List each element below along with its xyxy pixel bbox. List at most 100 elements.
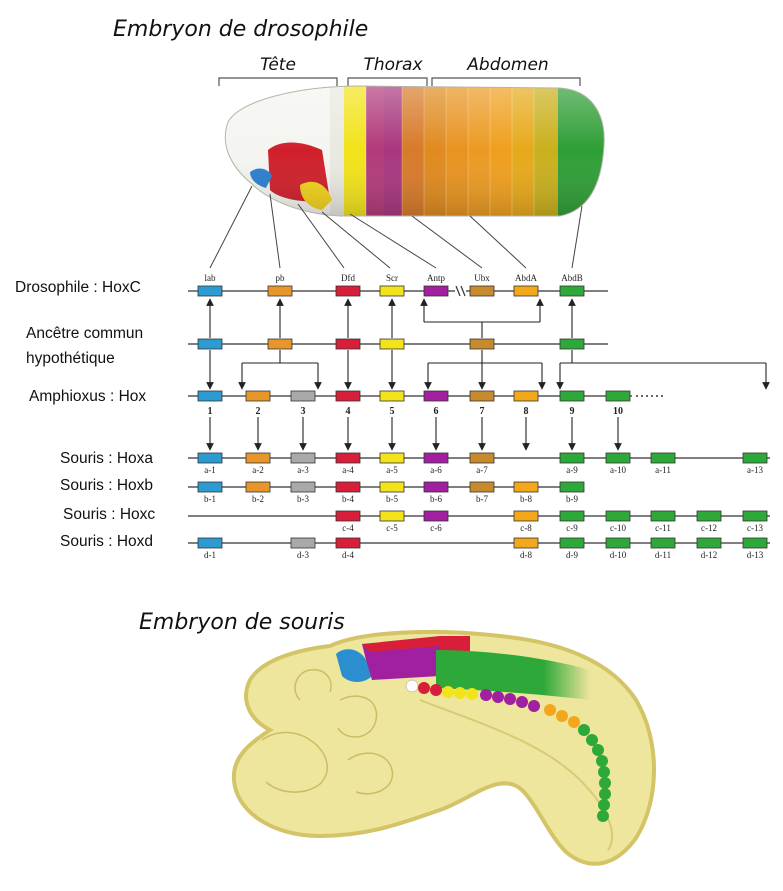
drosophila-gene-lab bbox=[197, 285, 223, 297]
drosophila-gene-pb bbox=[267, 285, 293, 297]
hoxc-gene-label: c-4 bbox=[342, 523, 354, 533]
amphioxus-gene-7 bbox=[469, 390, 495, 402]
drosophila-gene-label: pb bbox=[276, 273, 286, 283]
drosophila-gene-antp bbox=[423, 285, 449, 297]
hoxb-gene-b-6 bbox=[423, 481, 449, 493]
hoxd-gene-d-9 bbox=[559, 537, 585, 549]
hoxd-gene-label: d-12 bbox=[701, 550, 718, 560]
hoxa-gene-a-5 bbox=[379, 452, 405, 464]
hoxd-gene-d-12 bbox=[696, 537, 722, 549]
drosophila-gene-label: AbdB bbox=[561, 273, 583, 283]
hoxc-gene-label: c-8 bbox=[520, 523, 532, 533]
hoxb-gene-label: b-6 bbox=[430, 494, 442, 504]
amphioxus-gene-1 bbox=[197, 390, 223, 402]
ancestor-gene bbox=[267, 338, 293, 350]
drosophila-gene-label: Ubx bbox=[474, 273, 490, 283]
region-head-label: Tête bbox=[260, 55, 296, 75]
drosophila-embryo-title: Embryon de drosophile bbox=[113, 17, 368, 42]
amphioxus-gene-number: 8 bbox=[524, 406, 529, 417]
drosophila-gene-abdb bbox=[559, 285, 585, 297]
hoxd-gene-label: d-8 bbox=[520, 550, 532, 560]
hoxa-gene-a-9 bbox=[559, 452, 585, 464]
amphioxus-gene-number: 10 bbox=[613, 406, 623, 417]
hoxa-gene-label: a-9 bbox=[566, 465, 578, 475]
drosophila-gene-scr bbox=[379, 285, 405, 297]
hoxc-gene-label: c-5 bbox=[386, 523, 398, 533]
hoxa-gene-label: a-11 bbox=[655, 465, 671, 475]
hoxa-gene-a-7 bbox=[469, 452, 495, 464]
hoxb-gene-label: b-4 bbox=[342, 494, 354, 504]
amphioxus-gene-number: 9 bbox=[570, 406, 575, 417]
drosophila-embryo-illustration bbox=[224, 85, 605, 217]
ancestor-gene bbox=[335, 338, 361, 350]
amphioxus-gene-number: 6 bbox=[434, 406, 439, 417]
hoxb-gene-b-7 bbox=[469, 481, 495, 493]
hoxc-gene-c-13 bbox=[742, 510, 768, 522]
hoxa-gene-label: a-2 bbox=[252, 465, 264, 475]
hoxc-gene-label: c-11 bbox=[655, 523, 671, 533]
ancestor-gene bbox=[469, 338, 495, 350]
amphioxus-gene-6 bbox=[423, 390, 449, 402]
row-label-ancestor-2: hypothétique bbox=[26, 350, 115, 367]
hoxd-gene-label: d-9 bbox=[566, 550, 578, 560]
hoxc-gene-label: c-6 bbox=[430, 523, 442, 533]
hoxb-gene-label: b-3 bbox=[297, 494, 309, 504]
hoxb-gene-b-8 bbox=[513, 481, 539, 493]
hoxa-gene-label: a-6 bbox=[430, 465, 442, 475]
drosophila-gene-label: AbdA bbox=[515, 273, 537, 283]
hoxb-gene-b-9 bbox=[559, 481, 585, 493]
hoxd-gene-label: d-1 bbox=[204, 550, 216, 560]
row-label-hoxb: Souris : Hoxb bbox=[60, 477, 153, 494]
hoxa-gene-a-1 bbox=[197, 452, 223, 464]
mouse-embryo-illustration bbox=[231, 629, 656, 866]
hoxd-gene-d-13 bbox=[742, 537, 768, 549]
drosophila-gene-dfd bbox=[335, 285, 361, 297]
region-abdomen-label: Abdomen bbox=[466, 55, 548, 75]
drosophila-gene-abda bbox=[513, 285, 539, 297]
row-label-hoxc: Souris : Hoxc bbox=[63, 506, 155, 523]
hoxb-gene-label: b-5 bbox=[386, 494, 398, 504]
hoxa-gene-a-3 bbox=[290, 452, 316, 464]
amphioxus-gene-8 bbox=[513, 390, 539, 402]
hoxd-gene-d-3 bbox=[290, 537, 316, 549]
amphioxus-gene-4 bbox=[335, 390, 361, 402]
hoxb-gene-b-2 bbox=[245, 481, 271, 493]
hoxa-gene-a-11 bbox=[650, 452, 676, 464]
hoxb-gene-label: b-1 bbox=[204, 494, 216, 504]
ancestor-gene bbox=[559, 338, 585, 350]
hoxc-gene-c-4 bbox=[335, 510, 361, 522]
amphioxus-gene-10 bbox=[605, 390, 631, 402]
hoxa-gene-label: a-4 bbox=[342, 465, 354, 475]
hoxb-gene-label: b-9 bbox=[566, 494, 578, 504]
hoxc-gene-c-10 bbox=[605, 510, 631, 522]
hoxc-gene-label: c-10 bbox=[610, 523, 626, 533]
hoxc-gene-c-6 bbox=[423, 510, 449, 522]
hoxc-gene-c-12 bbox=[696, 510, 722, 522]
hoxd-gene-d-8 bbox=[513, 537, 539, 549]
drosophila-gene-ubx bbox=[469, 285, 495, 297]
amphioxus-gene-2 bbox=[245, 390, 271, 402]
hoxc-gene-c-8 bbox=[513, 510, 539, 522]
amphioxus-gene-number: 3 bbox=[301, 406, 306, 417]
amphioxus-gene-number: 1 bbox=[208, 406, 213, 417]
drosophila-gene-label: Dfd bbox=[341, 273, 355, 283]
hoxd-gene-d-10 bbox=[605, 537, 631, 549]
hoxc-gene-label: c-13 bbox=[747, 523, 763, 533]
hoxc-gene-label: c-12 bbox=[701, 523, 717, 533]
hoxc-gene-c-11 bbox=[650, 510, 676, 522]
hoxd-gene-d-11 bbox=[650, 537, 676, 549]
hoxd-gene-label: d-11 bbox=[655, 550, 671, 560]
ancestor-gene bbox=[379, 338, 405, 350]
region-brackets: Tête Thorax Abdomen bbox=[218, 55, 581, 86]
hoxa-gene-a-6 bbox=[423, 452, 449, 464]
amphioxus-gene-3 bbox=[290, 390, 316, 402]
row-label-ancestor-1: Ancêtre commun bbox=[26, 325, 143, 342]
drosophila-gene-label: Antp bbox=[427, 273, 446, 283]
hoxd-gene-d-4 bbox=[335, 537, 361, 549]
hoxa-gene-label: a-7 bbox=[476, 465, 488, 475]
ancestor-gene bbox=[197, 338, 223, 350]
hoxa-gene-a-2 bbox=[245, 452, 271, 464]
amphioxus-gene-9 bbox=[559, 390, 585, 402]
row-label-drosophila: Drosophile : HoxC bbox=[15, 279, 141, 296]
